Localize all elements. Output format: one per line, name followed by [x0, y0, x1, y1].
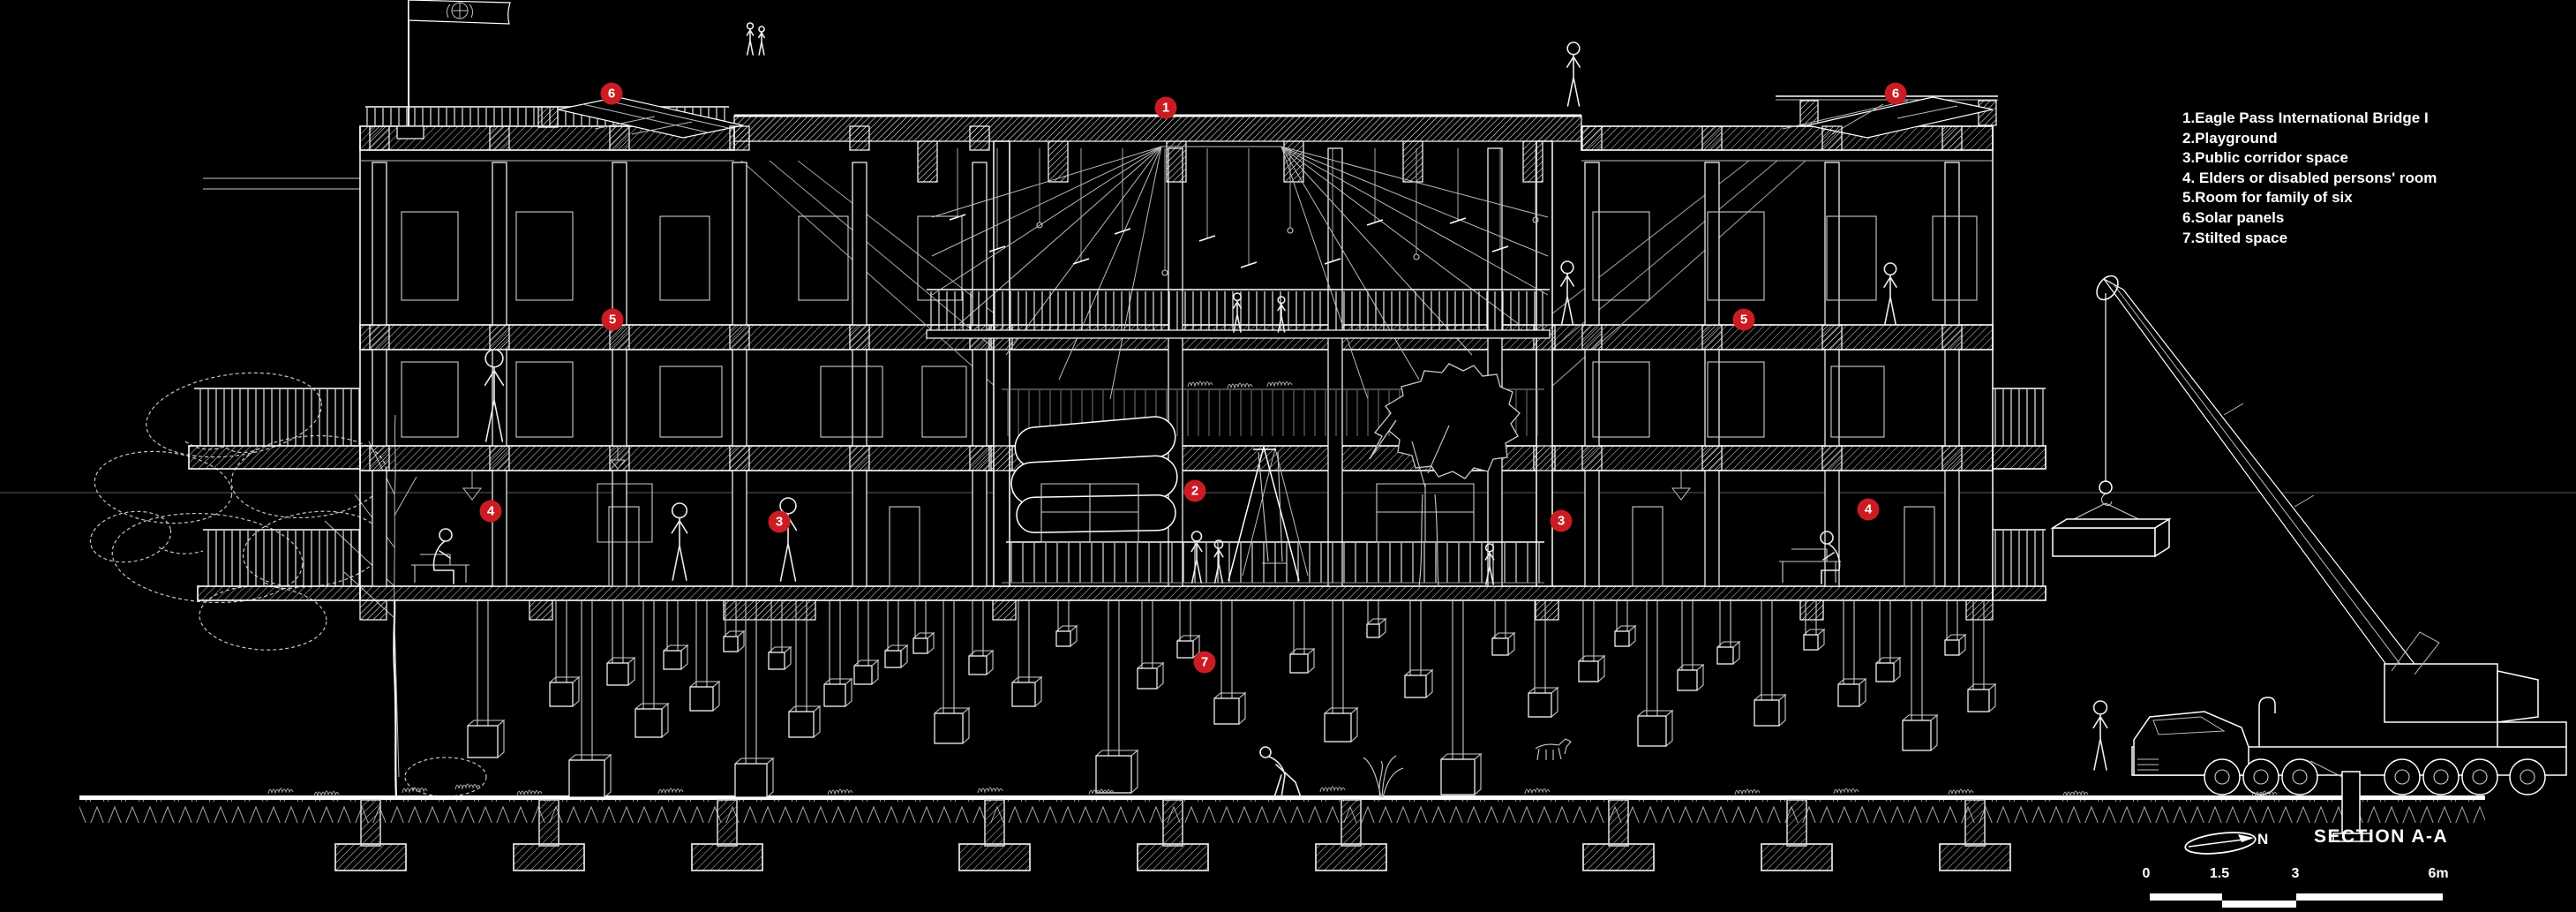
legend-item-5: 5.Room for family of six: [2182, 189, 2353, 207]
legend-item-1: 1.Eagle Pass International Bridge I: [2182, 109, 2429, 126]
marker-corridor-right: 3: [1550, 509, 1573, 532]
legend-item-6: 6.Solar panels: [2182, 208, 2285, 226]
marker-playground: 2: [1183, 479, 1206, 502]
atrium-tree: [1369, 363, 1521, 587]
scale-bar-segment-1: [2150, 893, 2222, 901]
un-flag-icon: [396, 0, 511, 139]
legend-item-7: 7.Stilted space: [2182, 229, 2288, 246]
people-figures: [432, 22, 2108, 798]
north-label: N: [2257, 831, 2269, 848]
swing-set: [1228, 446, 1309, 582]
legend-item-2: 2.Playground: [2182, 129, 2278, 147]
mobile-crane: [2050, 275, 2567, 842]
scale-label-6m: 6m: [2428, 866, 2449, 881]
crane-truck: [2131, 631, 2567, 842]
ground-vegetation: [267, 381, 2278, 797]
section-title: SECTION A-A: [2314, 826, 2449, 847]
marker-family-room-right: 5: [1732, 308, 1755, 331]
legend-item-3: 3.Public corridor space: [2182, 149, 2349, 167]
legend: 1.Eagle Pass International Bridge I 2.Pl…: [2182, 109, 2437, 248]
marker-corridor-left: 3: [768, 510, 791, 533]
scale-label-1-5: 1.5: [2209, 866, 2230, 881]
north-arrow-icon: [2184, 832, 2257, 855]
marker-elders-room-left: 4: [479, 500, 502, 523]
legend-item-4: 4. Elders or disabled persons' room: [2182, 169, 2437, 186]
scale-bar-segment-3: [2296, 893, 2443, 901]
scale-label-3: 3: [2291, 866, 2300, 881]
crane-load: [2050, 517, 2172, 558]
marker-solar-panels-left: 6: [600, 82, 623, 105]
marker-elders-room-right: 4: [1857, 498, 1880, 521]
marker-family-room-left: 5: [601, 308, 624, 331]
scale-label-0: 0: [2142, 866, 2151, 881]
inflatable-rafts: [1010, 416, 1178, 533]
marker-stilted-space: 7: [1193, 651, 1216, 674]
marker-bridge: 1: [1154, 96, 1177, 119]
generated-structure: [334, 125, 2011, 871]
marker-solar-panels-right: 6: [1884, 82, 1907, 105]
scale-bar-segment-2: [2222, 901, 2296, 908]
goat-figure: [1535, 738, 1572, 761]
foreground-details: [411, 289, 1841, 798]
ground: [79, 795, 2485, 823]
